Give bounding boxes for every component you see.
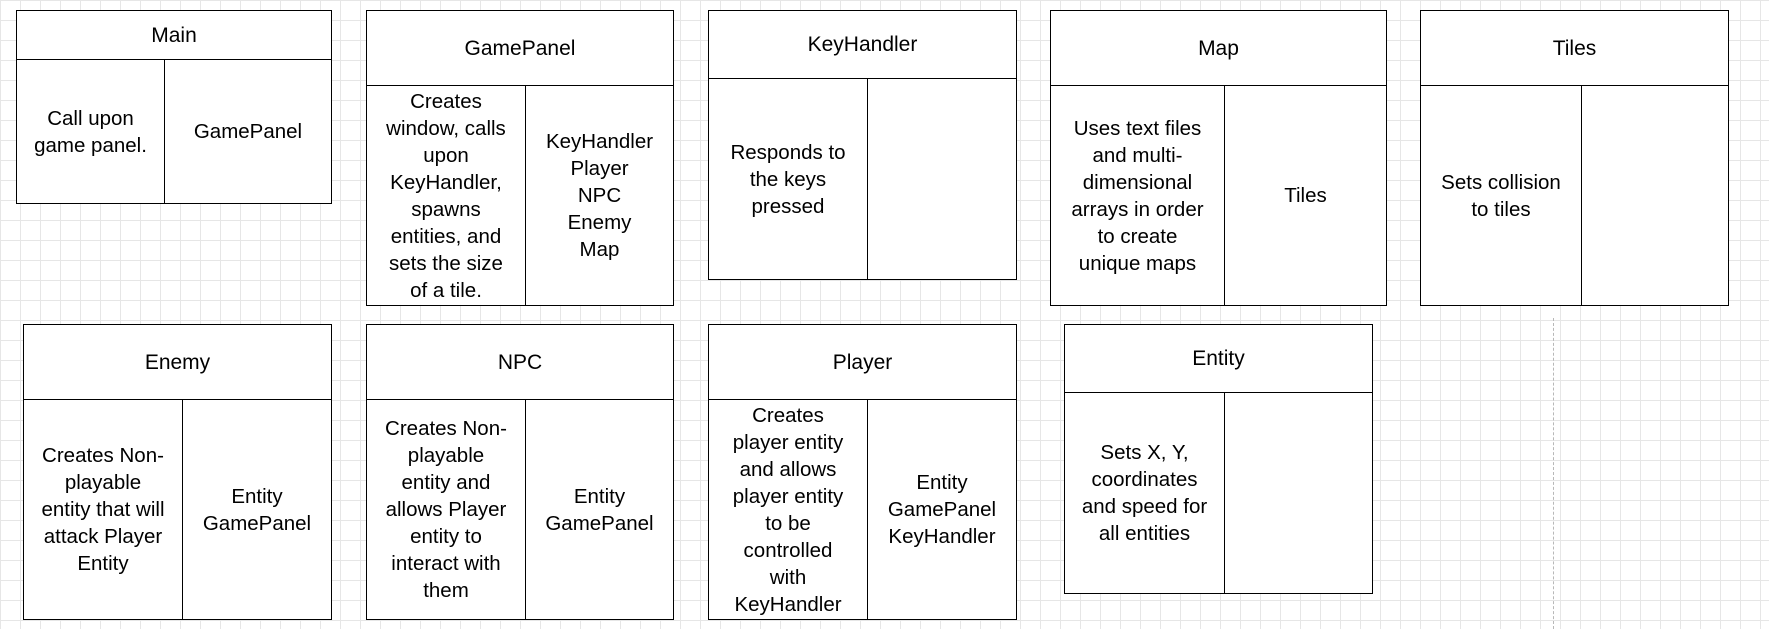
- class-card-enemy[interactable]: Enemy Creates Non- playable entity that …: [23, 324, 332, 620]
- class-dependencies: GamePanel: [193, 120, 303, 143]
- class-dependencies: Entity GamePanel: [545, 484, 654, 535]
- class-dependencies: [1225, 393, 1372, 593]
- class-card-main[interactable]: Main Call upon game panel. GamePanel: [16, 10, 332, 204]
- class-description: Sets X, Y, coordinates and speed for all…: [1065, 393, 1225, 593]
- class-title: NPC: [367, 325, 673, 400]
- class-dependencies: Entity GamePanel KeyHandler: [887, 471, 997, 548]
- class-description: Call upon game panel.: [17, 60, 165, 203]
- class-description: Creates window, calls upon KeyHandler, s…: [367, 86, 526, 305]
- class-body: Creates Non- playable entity and allows …: [367, 400, 673, 619]
- class-title: Map: [1051, 11, 1386, 86]
- class-body: Creates player entity and allows player …: [709, 400, 1016, 619]
- class-body: Sets X, Y, coordinates and speed for all…: [1065, 393, 1372, 593]
- class-title: Entity: [1065, 325, 1372, 393]
- class-body: Call upon game panel. GamePanel: [17, 60, 331, 203]
- class-description: Creates Non- playable entity and allows …: [367, 400, 526, 619]
- class-card-entity[interactable]: Entity Sets X, Y, coordinates and speed …: [1064, 324, 1373, 594]
- class-card-map[interactable]: Map Uses text files and multi- dimension…: [1050, 10, 1387, 306]
- class-description: Creates player entity and allows player …: [709, 400, 868, 619]
- class-description: Creates Non- playable entity that will a…: [24, 400, 183, 619]
- class-card-gamepanel[interactable]: GamePanel Creates window, calls upon Key…: [366, 10, 674, 306]
- class-title: GamePanel: [367, 11, 673, 86]
- class-card-keyhandler[interactable]: KeyHandler Responds to the keys pressed: [708, 10, 1017, 280]
- class-body: Creates Non- playable entity that will a…: [24, 400, 331, 619]
- class-body: Uses text files and multi- dimensional a…: [1051, 86, 1386, 305]
- class-dependencies: Entity GamePanel: [202, 484, 312, 535]
- class-title: Tiles: [1421, 11, 1728, 86]
- class-title: Main: [17, 11, 331, 60]
- class-title: Enemy: [24, 325, 331, 400]
- class-title: Player: [709, 325, 1016, 400]
- class-description: Responds to the keys pressed: [709, 79, 868, 279]
- class-dependencies: KeyHandler Player NPC Enemy Map: [545, 130, 654, 261]
- class-card-npc[interactable]: NPC Creates Non- playable entity and all…: [366, 324, 674, 620]
- class-body: Creates window, calls upon KeyHandler, s…: [367, 86, 673, 305]
- class-body: Sets collision to tiles: [1421, 86, 1728, 305]
- class-body: Responds to the keys pressed: [709, 79, 1016, 279]
- class-description: Uses text files and multi- dimensional a…: [1051, 86, 1225, 305]
- class-title: KeyHandler: [709, 11, 1016, 79]
- class-dependencies: Tiles: [1284, 184, 1327, 207]
- class-description: Sets collision to tiles: [1421, 86, 1582, 305]
- class-dependencies: [1582, 86, 1728, 305]
- class-card-tiles[interactable]: Tiles Sets collision to tiles: [1420, 10, 1729, 306]
- class-dependencies: [868, 79, 1016, 279]
- class-card-player[interactable]: Player Creates player entity and allows …: [708, 324, 1017, 620]
- dashed-guide-line: [1553, 318, 1554, 629]
